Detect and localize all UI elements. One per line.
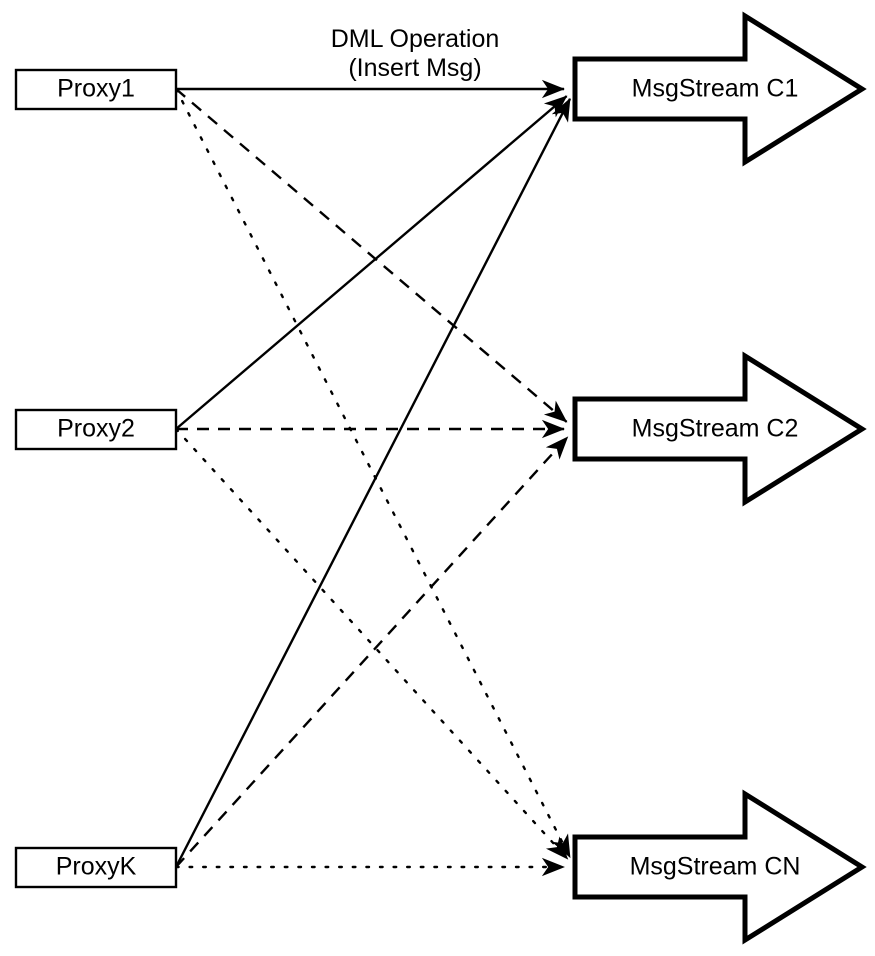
edge-proxy-1-to-msgstream-cn[interactable]: [174, 87, 572, 859]
edge-line-solid[interactable]: [174, 97, 572, 868]
edges-layer: [174, 79, 572, 877]
msgstream-group: MsgStream C1 MsgStream C2 MsgStream CN: [572, 11, 867, 945]
msgstream-label: MsgStream CN: [630, 853, 801, 881]
dml-operation-caption-line2: (Insert Msg): [348, 54, 481, 82]
edge-line-dashed[interactable]: [175, 88, 568, 423]
edge-proxy-k-to-msgstream-c1[interactable]: [174, 97, 572, 868]
edge-line-dashed[interactable]: [175, 436, 569, 868]
dml-operation-caption-line1: DML Operation: [331, 25, 500, 53]
msgstream-label: MsgStream C1: [632, 75, 799, 103]
msgstream-node-2[interactable]: MsgStream C2: [572, 351, 867, 507]
msgstream-label: MsgStream C2: [632, 415, 799, 443]
block-arrow-icon: [572, 351, 867, 507]
edge-line-dotted[interactable]: [174, 427, 569, 861]
proxy-box: [14, 408, 178, 451]
edge-proxy-2-to-msgstream-c1[interactable]: [175, 95, 568, 430]
edge-proxy-2-to-msgstream-cn[interactable]: [174, 427, 569, 861]
block-arrow-icon: [572, 11, 867, 167]
proxy-node-2[interactable]: Proxy2: [14, 408, 178, 451]
block-arrow-icon: [572, 789, 867, 945]
proxy-box: [14, 68, 178, 111]
msgstream-node-1[interactable]: MsgStream C1: [572, 11, 867, 167]
annotations-group: DML Operation (Insert Msg): [331, 25, 500, 82]
edge-line-solid[interactable]: [175, 95, 568, 430]
proxy-node-1[interactable]: Proxy1: [14, 68, 178, 111]
proxy-node-3[interactable]: ProxyK: [14, 846, 178, 889]
edge-proxy-1-to-msgstream-c2[interactable]: [175, 88, 568, 423]
proxy-label: Proxy2: [57, 415, 135, 443]
proxy-label: ProxyK: [56, 853, 137, 881]
edge-line-dotted[interactable]: [174, 87, 572, 859]
proxy-box: [14, 846, 178, 889]
proxy-label: Proxy1: [57, 75, 135, 103]
msgstream-node-3[interactable]: MsgStream CN: [572, 789, 867, 945]
edge-proxy-k-to-msgstream-c2[interactable]: [175, 436, 569, 868]
